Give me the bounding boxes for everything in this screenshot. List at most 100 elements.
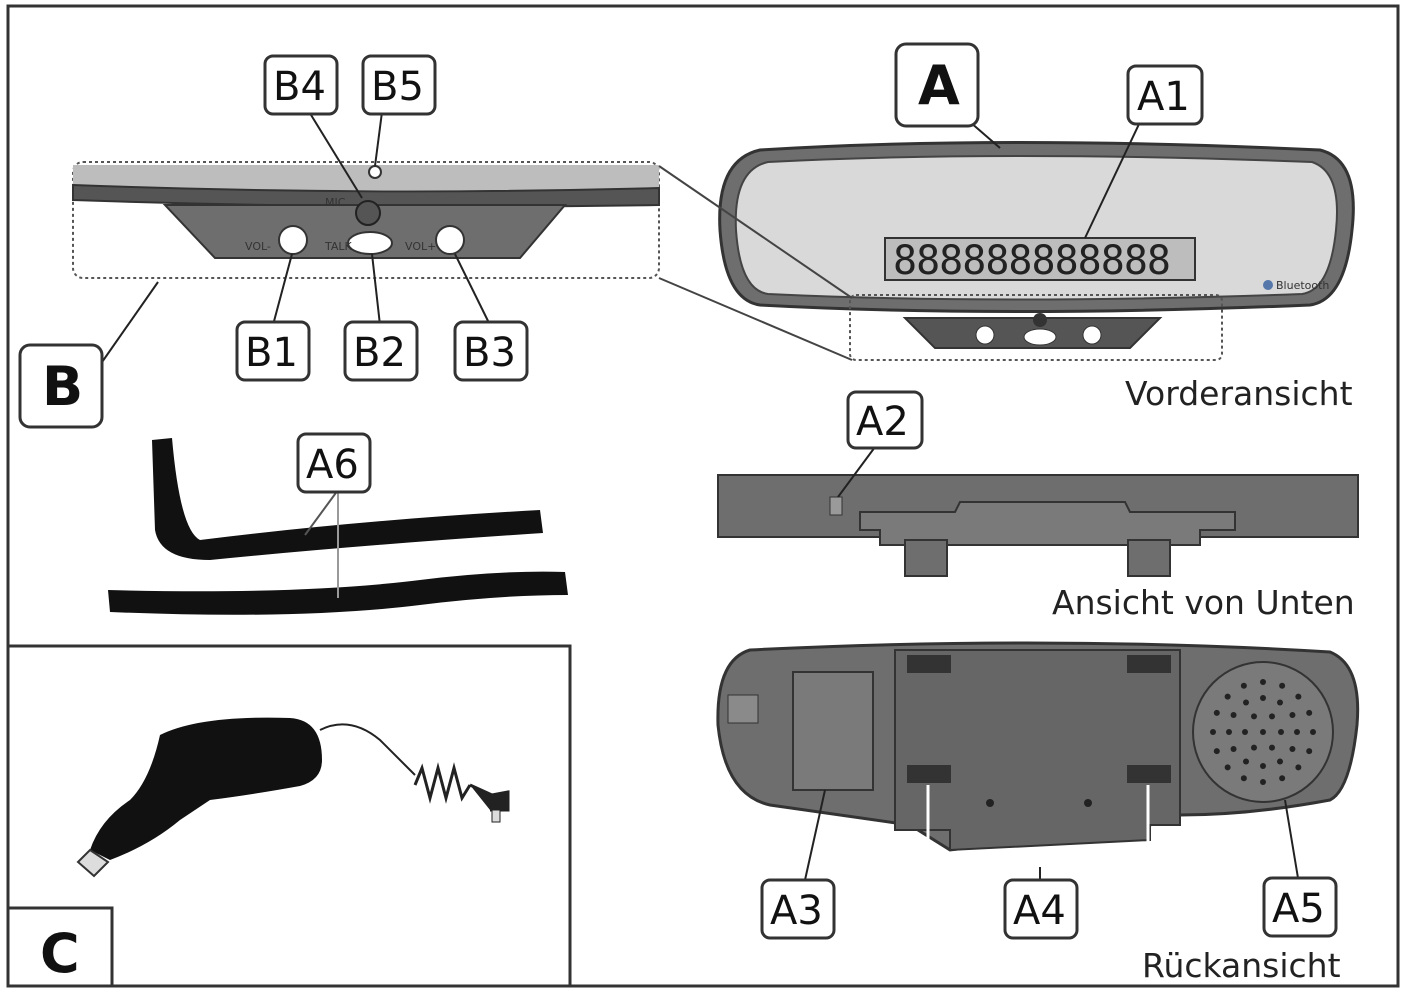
speaker-hole <box>1306 709 1313 716</box>
speaker-hole <box>1295 693 1302 700</box>
outer-frame <box>6 4 1400 988</box>
mirror-bottom-view <box>717 474 1359 577</box>
label-a2-box <box>846 390 924 450</box>
zoom-line-top <box>658 165 853 299</box>
label-b3: B3 <box>463 330 516 376</box>
leader-b <box>99 281 159 366</box>
label-b: B <box>42 355 83 418</box>
label-a5: A5 <box>1272 886 1325 932</box>
speaker-hole <box>1226 729 1232 735</box>
speaker-hole <box>1240 682 1247 689</box>
screw-hole-right <box>1084 799 1092 807</box>
label-a6-box <box>296 432 372 494</box>
front-vol-minus-button <box>975 325 995 345</box>
vol-minus-label: VOL- <box>245 240 271 253</box>
speaker-hole <box>1210 729 1216 735</box>
speaker-hole <box>1295 764 1302 771</box>
speaker-hole <box>1294 729 1300 735</box>
zoom-line-bottom <box>658 277 853 361</box>
latch-top-left <box>907 655 951 673</box>
speaker-hole <box>1310 729 1316 735</box>
leader-b5 <box>374 111 383 167</box>
speaker-hole <box>1260 695 1266 701</box>
display-panel <box>884 237 1196 281</box>
brand-label: Bluetooth <box>1276 279 1329 292</box>
speaker-hole <box>1251 744 1257 751</box>
speaker-hole <box>1251 713 1257 720</box>
mic-label: MIC <box>325 196 346 209</box>
speaker-hole <box>1279 775 1286 782</box>
label-c-box <box>6 906 114 988</box>
front-detail-outline <box>849 294 1223 361</box>
caption-front-view: Vorderansicht <box>1125 374 1353 413</box>
label-a3-box <box>760 878 836 940</box>
talk-label: TALK <box>324 240 353 253</box>
speaker-hole <box>1213 709 1220 716</box>
front-mic <box>1033 313 1047 327</box>
power-socket <box>829 496 843 516</box>
detail-outline <box>72 161 660 279</box>
speaker-hole <box>1306 748 1313 755</box>
mount-foot-right <box>1127 539 1171 577</box>
label-b4-box <box>263 54 339 116</box>
speaker-hole <box>1224 693 1231 700</box>
front-talk-button <box>1023 328 1057 346</box>
speaker-hole <box>1289 746 1296 752</box>
charger-pin <box>491 809 501 823</box>
label-b5: B5 <box>371 64 424 110</box>
leader-b3 <box>454 253 491 326</box>
speaker-hole <box>1277 699 1283 706</box>
speaker-hole <box>1277 758 1283 765</box>
speaker-hole <box>1230 712 1237 718</box>
speaker-hole <box>1279 682 1286 689</box>
speaker-hole <box>1269 744 1275 751</box>
caption-bottom-view: Ansicht von Unten <box>1052 583 1355 622</box>
display-digits: 888888888888 <box>893 238 1170 284</box>
speaker-hole <box>1260 729 1266 735</box>
label-b3-box <box>453 320 529 382</box>
speaker-hole <box>1243 699 1249 706</box>
label-a5-box <box>1262 876 1338 938</box>
leader-a2 <box>837 446 876 498</box>
speaker-hole <box>1213 748 1220 755</box>
label-a4-box <box>1003 878 1079 940</box>
label-b2: B2 <box>353 330 406 376</box>
speaker-hole <box>1230 746 1237 752</box>
bluetooth-icon <box>1263 280 1273 290</box>
leader-lines <box>99 109 1299 882</box>
talk-button <box>347 231 393 255</box>
leader-a5 <box>1284 799 1299 879</box>
back-clip <box>727 694 759 724</box>
label-boxes: A A1 A2 A3 A4 A5 A6 B4 B5 B1 B2 B3 B <box>18 42 1338 940</box>
vol-minus-button <box>278 225 308 255</box>
a4-bracket <box>926 785 1150 869</box>
vol-plus-button <box>435 225 465 255</box>
label-a1: A1 <box>1137 74 1190 120</box>
speaker-holes <box>1210 679 1316 785</box>
adhesive-strip-upper <box>152 438 543 560</box>
latch-bottom-right <box>1127 765 1171 783</box>
label-a-box <box>894 42 980 128</box>
vol-plus-label: VOL+ <box>405 240 436 253</box>
caption-back-view: Rückansicht <box>1142 946 1341 985</box>
back-mount-plate <box>894 649 1181 852</box>
charger-coil <box>413 762 472 804</box>
label-b5-box <box>361 54 437 116</box>
adhesive-strips <box>108 438 568 615</box>
charger-body <box>90 717 322 860</box>
speaker-hole <box>1289 712 1296 718</box>
charger-panel-frame <box>6 644 572 988</box>
charger-cable <box>319 723 416 776</box>
status-led <box>368 165 382 179</box>
a6-leader-left <box>304 489 339 536</box>
leader-a3 <box>804 789 826 881</box>
leader-b4 <box>307 109 363 199</box>
latch-bottom-left <box>907 765 951 783</box>
label-b2-box <box>343 320 419 382</box>
control-detail-b: MIC VOL- TALK VOL+ <box>72 161 853 361</box>
battery-cover <box>792 671 874 791</box>
label-a4: A4 <box>1013 888 1066 934</box>
label-b1-box <box>235 320 311 382</box>
speaker-hole <box>1224 764 1231 771</box>
